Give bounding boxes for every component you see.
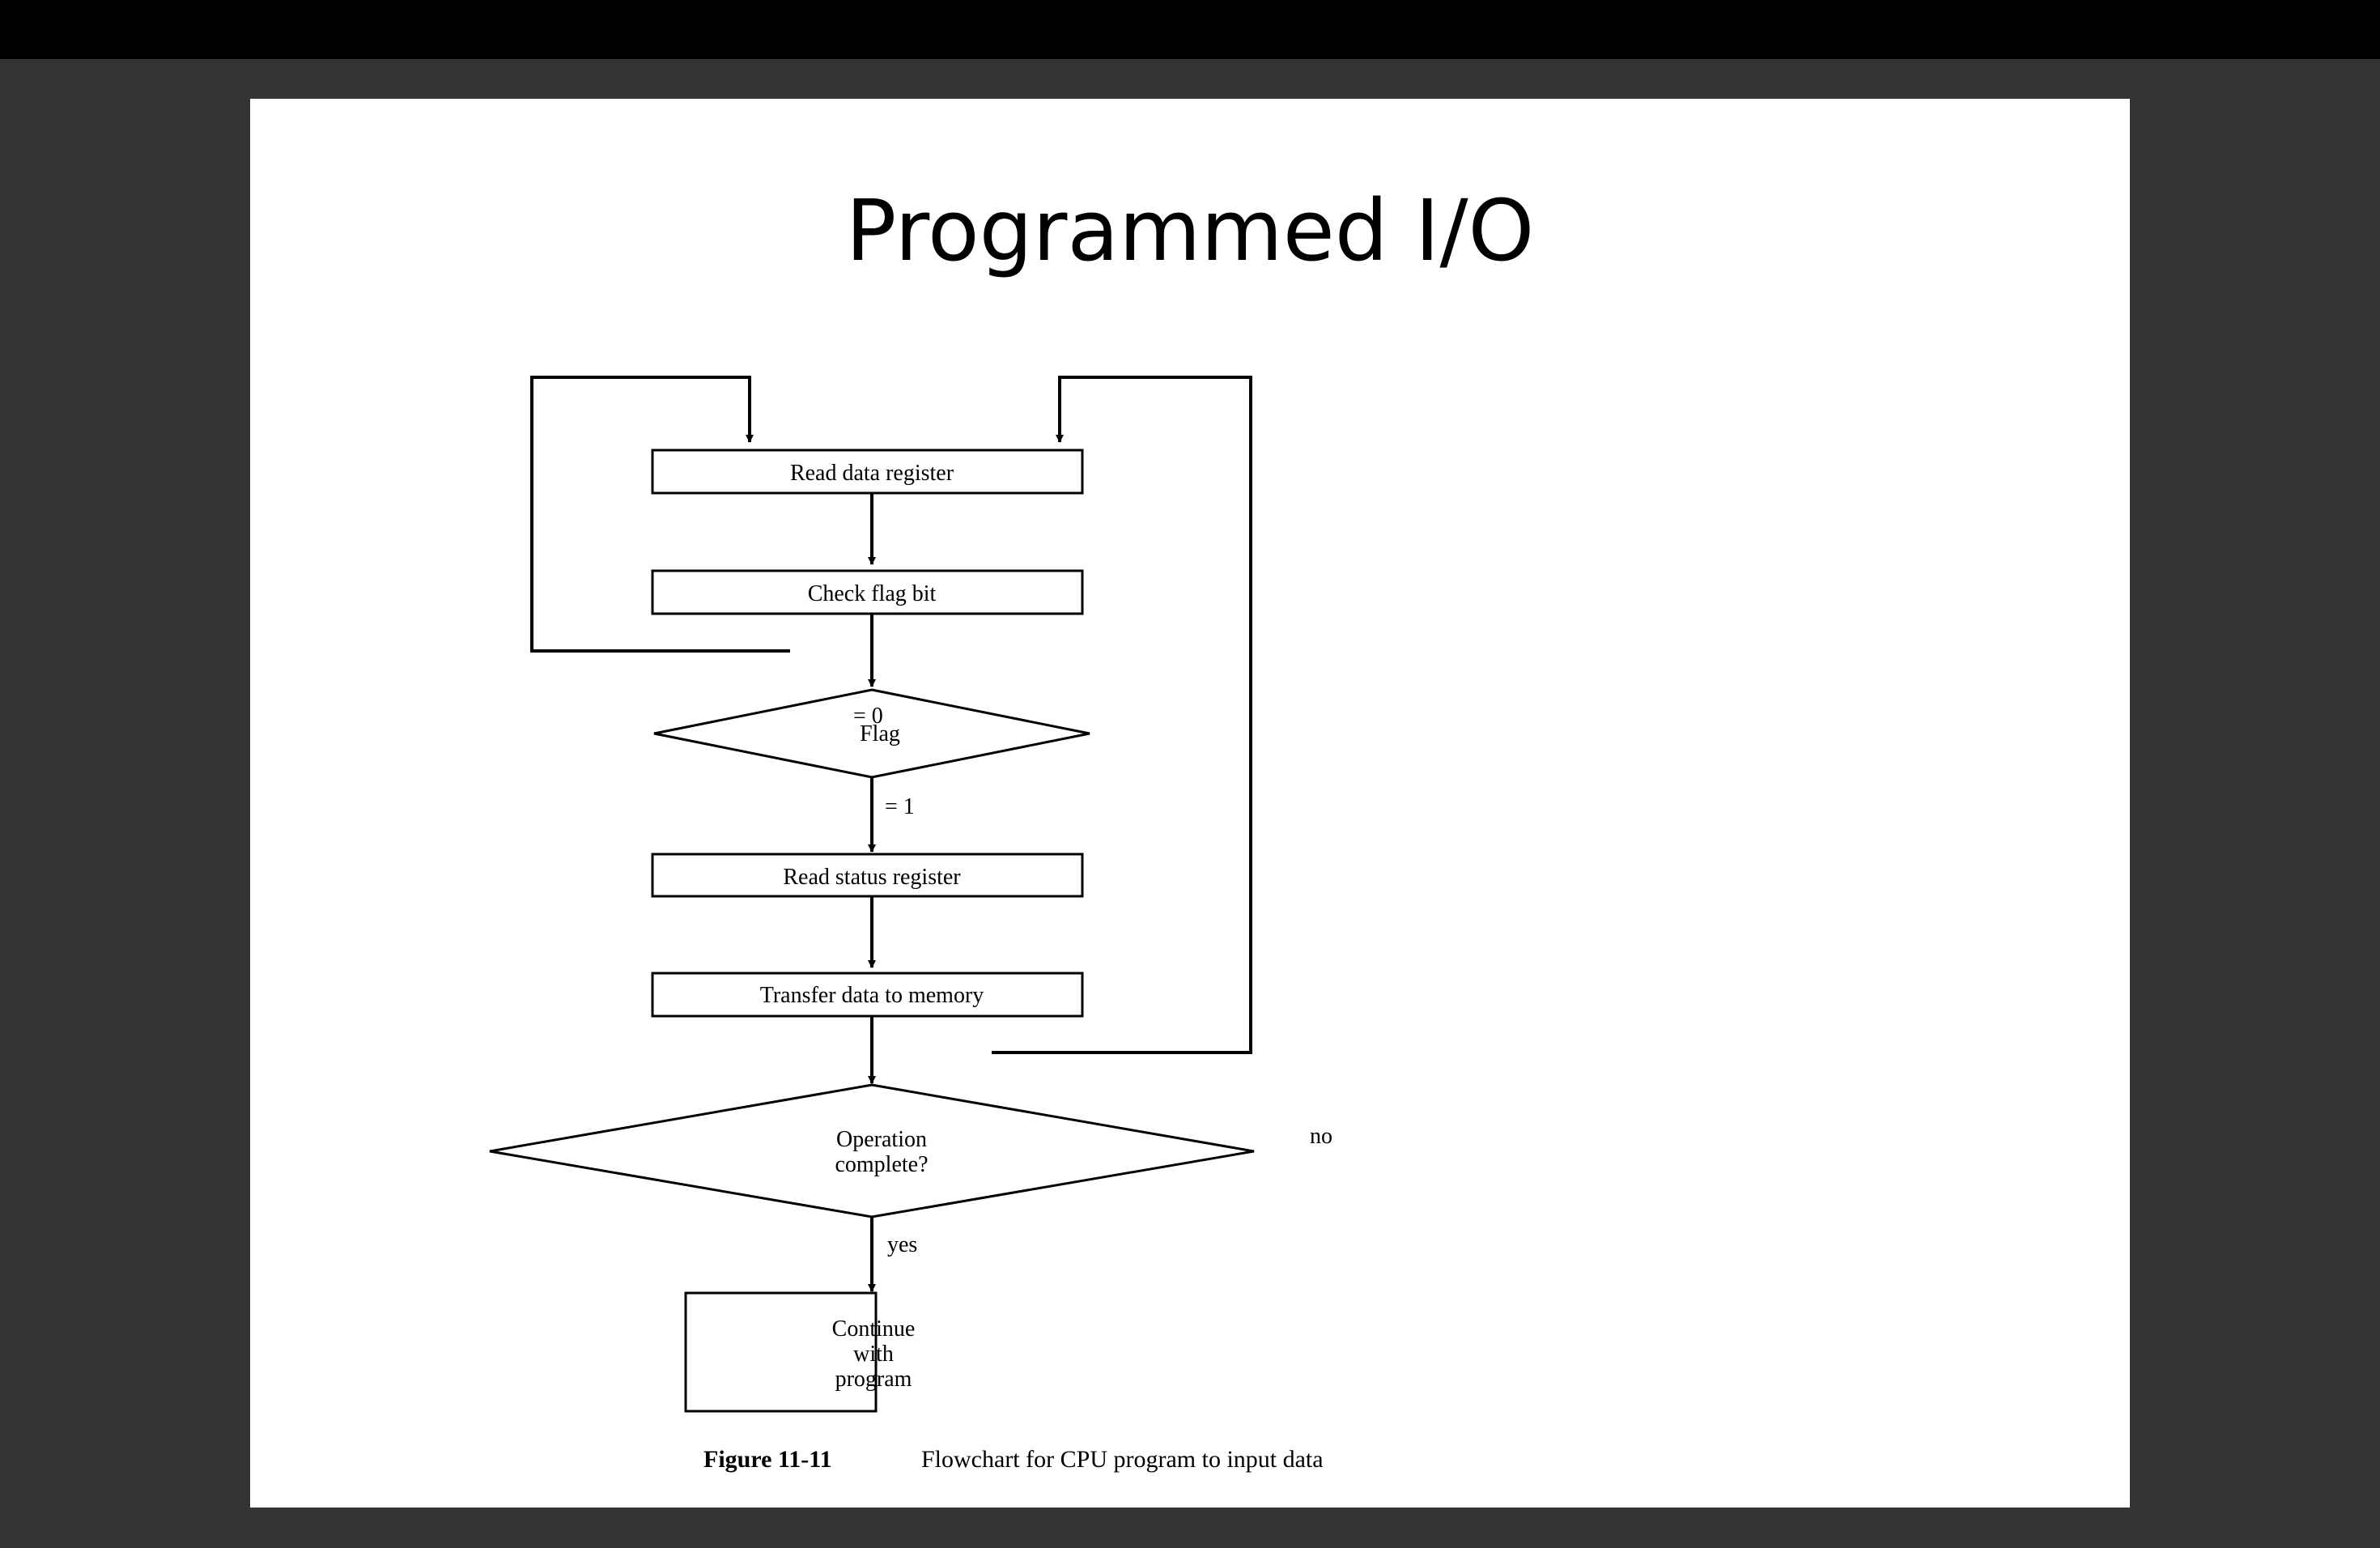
- continue-label-line3: program: [835, 1367, 912, 1392]
- transfer-data-label: Transfer data to memory: [760, 983, 984, 1008]
- operation-complete-label-line2: complete?: [835, 1152, 928, 1177]
- loop-no-connector: [992, 376, 1252, 1054]
- top-bar: [0, 0, 2380, 59]
- edge-label-yes: yes: [887, 1232, 917, 1257]
- flag-label: Flag: [860, 721, 900, 746]
- continue-label-line2: with: [853, 1342, 894, 1367]
- edge-label-flag-one: = 1: [885, 794, 915, 819]
- check-flag-bit-box: [651, 569, 1084, 615]
- slide: Programmed I/O Read data register Check …: [250, 99, 2130, 1508]
- flowchart: Read data register Check flag bit Flag R…: [489, 376, 1332, 1473]
- flag-decision: [653, 688, 1090, 779]
- operation-complete-decision: [489, 1083, 1255, 1218]
- loop-flag-zero-connector: [530, 376, 790, 653]
- figure-number: Figure 11-11: [703, 1446, 832, 1473]
- read-data-register-label: Read data register: [790, 461, 954, 486]
- transfer-data-box: [651, 972, 1084, 1018]
- operation-complete-label-line1: Operation: [836, 1127, 927, 1152]
- check-flag-bit-label: Check flag bit: [808, 581, 937, 606]
- read-data-register-box: [651, 449, 1084, 495]
- continue-box: [684, 1291, 878, 1413]
- slide-title: Programmed I/O: [845, 181, 1535, 280]
- edge-label-flag-zero: = 0: [853, 704, 883, 729]
- figure-caption: Flowchart for CPU program to input data: [921, 1446, 1324, 1473]
- read-status-register-label: Read status register: [783, 865, 961, 890]
- read-status-register-box: [651, 853, 1084, 898]
- edge-label-no: no: [1310, 1124, 1332, 1149]
- continue-label-line1: Continue: [832, 1316, 916, 1342]
